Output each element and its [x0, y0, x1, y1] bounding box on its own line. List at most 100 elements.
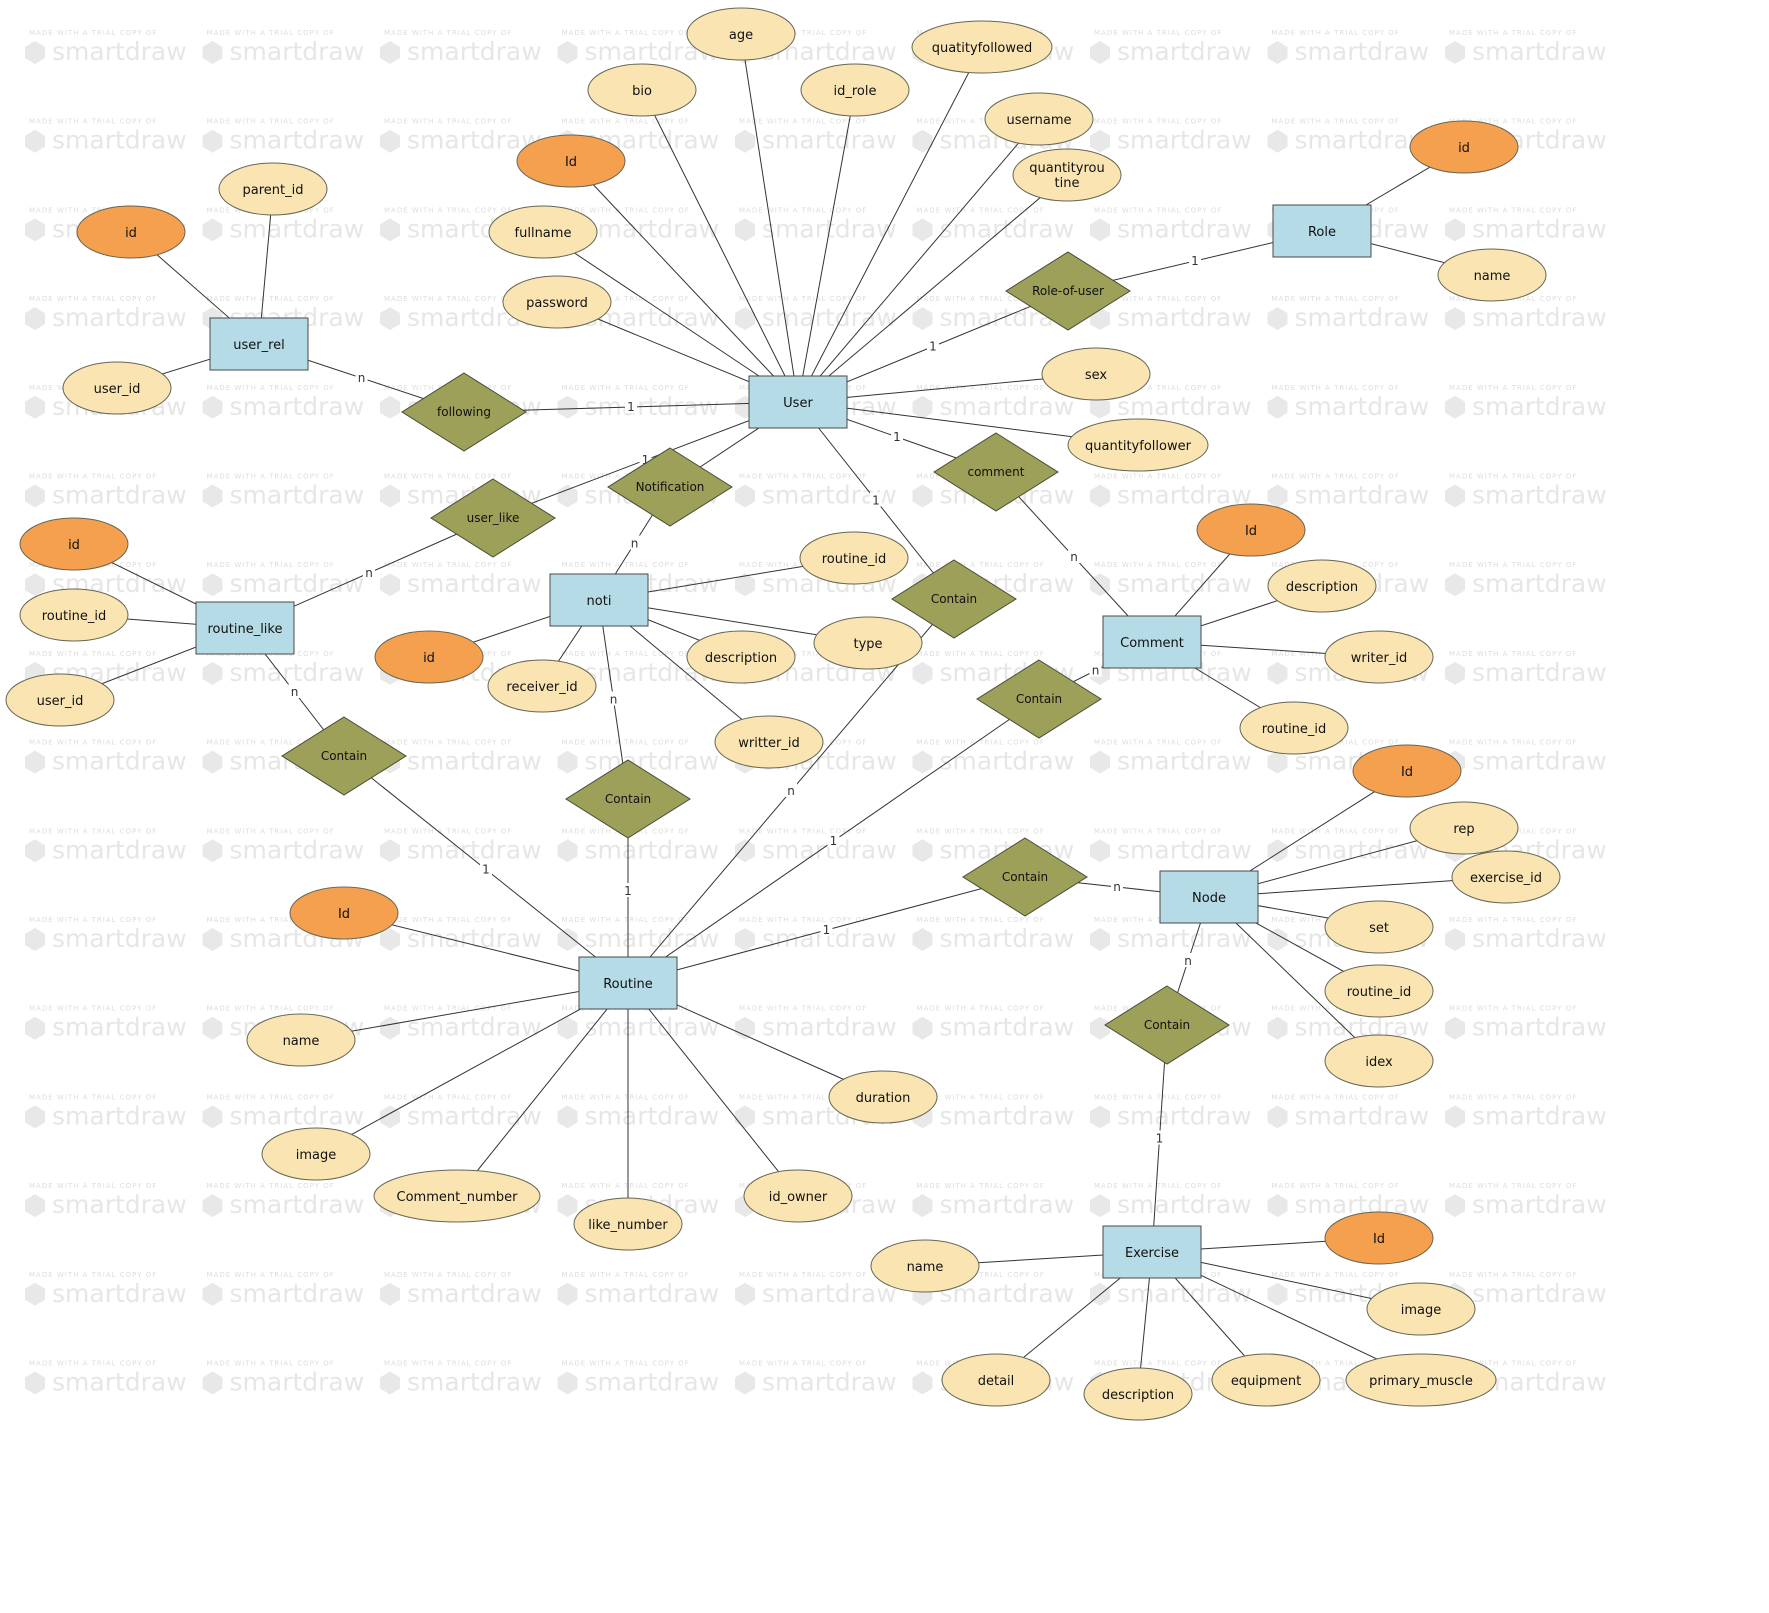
entity-routine[interactable]: Routine: [578, 956, 678, 1010]
entity-routine-like[interactable]: routine_like: [195, 601, 295, 655]
watermark-caption: MADE WITH A TRIAL COPY OF: [1449, 473, 1577, 481]
attribute-e-equipment[interactable]: equipment: [1211, 1353, 1321, 1407]
attribute-u-id-role[interactable]: id_role: [800, 63, 910, 117]
entity-label: Routine: [603, 977, 653, 992]
attribute-u-fullname[interactable]: fullname: [488, 205, 598, 259]
attribute-rl-routine-id[interactable]: routine_id: [19, 588, 129, 642]
attribute-e-name[interactable]: name: [870, 1239, 980, 1293]
cardinality-bg: [1182, 953, 1194, 967]
attribute-ellipse: [1041, 347, 1151, 401]
relationship-role-of-user[interactable]: Role-of-user: [1005, 251, 1131, 331]
attribute-u-quantityfollower[interactable]: quantityfollower: [1067, 418, 1209, 472]
attribute-n-receiver-id[interactable]: receiver_id: [487, 659, 597, 713]
attribute-c-routine-id[interactable]: routine_id: [1239, 701, 1349, 755]
relationship-contain-user-routine[interactable]: Contain: [891, 559, 1017, 639]
attribute-r-comment-number[interactable]: Comment_number: [373, 1169, 541, 1223]
attribute-r-like-number[interactable]: like_number: [573, 1197, 683, 1251]
attribute-r-name[interactable]: name: [246, 1013, 356, 1067]
attribute-u-age[interactable]: age: [686, 7, 796, 61]
entity-exercise[interactable]: Exercise: [1102, 1225, 1202, 1279]
entity-user-rel[interactable]: user_rel: [209, 317, 309, 371]
watermark-caption: MADE WITH A TRIAL COPY OF: [739, 473, 867, 481]
relationship-following[interactable]: following: [401, 372, 527, 452]
relationship-contain-comment-routine[interactable]: Contain: [976, 659, 1102, 739]
attribute-u-sex[interactable]: sex: [1041, 347, 1151, 401]
entity-label: noti: [587, 594, 612, 609]
attribute-e-image[interactable]: image: [1366, 1282, 1476, 1336]
attribute-nd-idex[interactable]: idex: [1324, 1034, 1434, 1088]
cardinality-label: 1: [1156, 1132, 1164, 1146]
attribute-ellipse: [487, 659, 597, 713]
watermark-caption: MADE WITH A TRIAL COPY OF: [1272, 1093, 1400, 1101]
watermark-brand: smartdraw: [1295, 835, 1430, 864]
attribute-c-writer-id[interactable]: writer_id: [1324, 630, 1434, 684]
watermark-caption: MADE WITH A TRIAL COPY OF: [384, 561, 512, 569]
attribute-u-bio[interactable]: bio: [587, 63, 697, 117]
attribute-e-description[interactable]: description: [1083, 1367, 1193, 1421]
watermark-caption: MADE WITH A TRIAL COPY OF: [1272, 1271, 1400, 1279]
attribute-u-id[interactable]: Id: [516, 134, 626, 188]
attribute-e-primary-muscle[interactable]: primary_muscle: [1345, 1353, 1497, 1407]
relationship-contain-noti-routine[interactable]: Contain: [565, 759, 691, 839]
relationship-user-like[interactable]: user_like: [430, 478, 556, 558]
attribute-ur-parent-id[interactable]: parent_id: [218, 162, 328, 216]
watermark-caption: MADE WITH A TRIAL COPY OF: [1094, 295, 1222, 303]
attribute-nd-id[interactable]: Id: [1352, 744, 1462, 798]
attribute-u-password[interactable]: password: [502, 275, 612, 329]
attribute-ur-user-id[interactable]: user_id: [62, 361, 172, 415]
attribute-c-description[interactable]: description: [1267, 559, 1377, 613]
entity-role[interactable]: Role: [1272, 204, 1372, 258]
entity-noti[interactable]: noti: [549, 573, 649, 627]
attribute-rl-id[interactable]: id: [19, 517, 129, 571]
attribute-n-writter-id[interactable]: writter_id: [714, 715, 824, 769]
attribute-n-description[interactable]: description: [686, 630, 796, 684]
entity-node[interactable]: Node: [1159, 870, 1259, 924]
attribute-e-id[interactable]: Id: [1324, 1211, 1434, 1265]
attribute-role-id[interactable]: id: [1409, 120, 1519, 174]
attribute-n-type[interactable]: type: [813, 616, 923, 670]
watermark-brand: smartdraw: [940, 1190, 1075, 1219]
relationship-comment-rel[interactable]: comment: [933, 432, 1059, 512]
attribute-nd-routine-id[interactable]: routine_id: [1324, 964, 1434, 1018]
attribute-rl-user-id[interactable]: user_id: [5, 673, 115, 727]
connector-line: [315, 982, 629, 1155]
attribute-ur-id[interactable]: id: [76, 205, 186, 259]
relationship-contain-node-exercise[interactable]: Contain: [1104, 985, 1230, 1065]
attribute-r-duration[interactable]: duration: [828, 1070, 938, 1124]
attribute-nd-rep[interactable]: rep: [1409, 801, 1519, 855]
attribute-nd-exercise-id[interactable]: exercise_id: [1451, 850, 1561, 904]
attribute-r-id[interactable]: Id: [289, 886, 399, 940]
attribute-r-image[interactable]: image: [261, 1127, 371, 1181]
attribute-r-id-owner[interactable]: id_owner: [743, 1169, 853, 1223]
watermark-caption: MADE WITH A TRIAL COPY OF: [739, 295, 867, 303]
relationship-notification[interactable]: Notification: [607, 447, 733, 527]
watermark-caption: MADE WITH A TRIAL COPY OF: [29, 1182, 157, 1190]
entity-comment[interactable]: Comment: [1102, 615, 1202, 669]
entity-user[interactable]: User: [748, 375, 848, 429]
relationship-contain-routine-node[interactable]: Contain: [962, 837, 1088, 917]
attribute-u-username[interactable]: username: [984, 92, 1094, 146]
watermark-brand: smartdraw: [230, 37, 365, 66]
attribute-u-quatityfollowed[interactable]: quatityfollowed: [911, 20, 1053, 74]
watermark-caption: MADE WITH A TRIAL COPY OF: [384, 295, 512, 303]
key-attribute-ellipse: [1409, 120, 1519, 174]
relationship-diamond: [565, 759, 691, 839]
watermark-caption: MADE WITH A TRIAL COPY OF: [207, 1271, 335, 1279]
attribute-n-id[interactable]: id: [374, 630, 484, 684]
watermark-caption: MADE WITH A TRIAL COPY OF: [1272, 29, 1400, 37]
attribute-n-routine-id[interactable]: routine_id: [799, 531, 909, 585]
smartdraw-logo-icon: [557, 1016, 578, 1040]
watermark-caption: MADE WITH A TRIAL COPY OF: [1094, 29, 1222, 37]
attribute-role-name[interactable]: name: [1437, 248, 1547, 302]
attribute-label: age: [729, 28, 753, 43]
attribute-nd-set[interactable]: set: [1324, 900, 1434, 954]
attribute-c-id[interactable]: Id: [1196, 503, 1306, 557]
attribute-e-detail[interactable]: detail: [941, 1353, 1051, 1407]
relationship-contain-like-routine[interactable]: Contain: [281, 716, 407, 796]
